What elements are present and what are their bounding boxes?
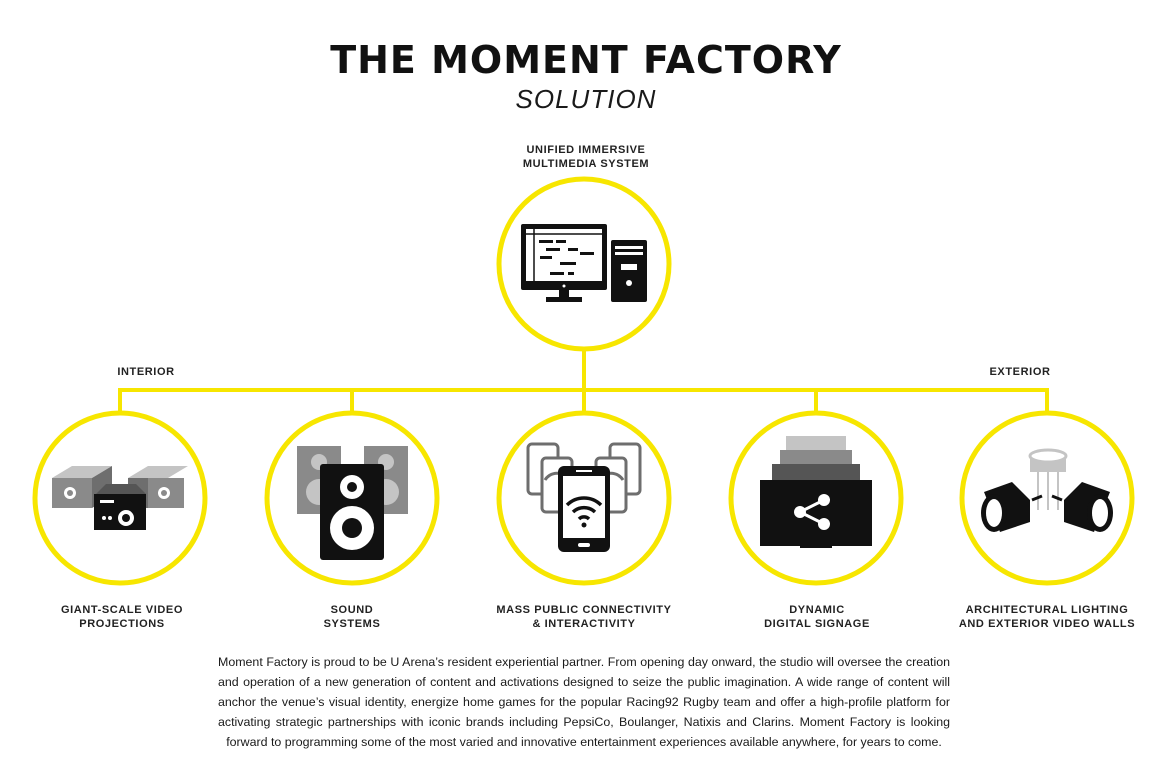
node-label-line2: & INTERACTIVITY — [532, 618, 636, 630]
node-label-line1: ARCHITECTURAL LIGHTING — [965, 604, 1129, 616]
hub-label-line2: MULTIMEDIA SYSTEM — [522, 158, 650, 170]
interior-label: INTERIOR — [117, 366, 175, 378]
hub-label: UNIFIED IMMERSIVE MULTIMEDIA SYSTEM — [486, 143, 686, 171]
spotlights-icon — [981, 448, 1113, 532]
node-label-lighting: ARCHITECTURAL LIGHTING AND EXTERIOR VIDE… — [932, 603, 1162, 631]
page-subtitle: SOLUTION — [515, 84, 657, 114]
node-label-line1: DYNAMIC — [789, 604, 845, 616]
speakers-icon — [297, 446, 408, 560]
connector-lines — [118, 350, 1049, 414]
node-label-signage: DYNAMIC DIGITAL SIGNAGE — [702, 603, 932, 631]
node-label-line1: SOUND — [330, 604, 374, 616]
smartphones-wifi-icon — [526, 442, 642, 552]
exterior-label: EXTERIOR — [989, 366, 1051, 378]
video-projectors-icon — [52, 466, 188, 530]
node-label-line2: AND EXTERIOR VIDEO WALLS — [958, 618, 1136, 630]
description-paragraph: Moment Factory is proud to be U Arena’s … — [218, 655, 950, 749]
hub-label-line1: UNIFIED IMMERSIVE — [526, 144, 646, 156]
node-label-line1: GIANT-SCALE VIDEO — [60, 604, 184, 616]
node-label-line2: SYSTEMS — [323, 618, 381, 630]
page-title: THE MOMENT FACTORY — [330, 38, 842, 82]
node-label-connectivity: MASS PUBLIC CONNECTIVITY & INTERACTIVITY — [469, 603, 699, 631]
share-screen-icon — [760, 436, 872, 548]
node-label-sound: SOUND SYSTEMS — [237, 603, 467, 631]
node-label-projections: GIANT-SCALE VIDEO PROJECTIONS — [7, 603, 237, 631]
node-label-line2: DIGITAL SIGNAGE — [764, 618, 870, 630]
computer-tower-icon — [521, 224, 647, 302]
node-label-line1: MASS PUBLIC CONNECTIVITY — [496, 604, 672, 616]
node-label-line2: PROJECTIONS — [79, 618, 165, 630]
